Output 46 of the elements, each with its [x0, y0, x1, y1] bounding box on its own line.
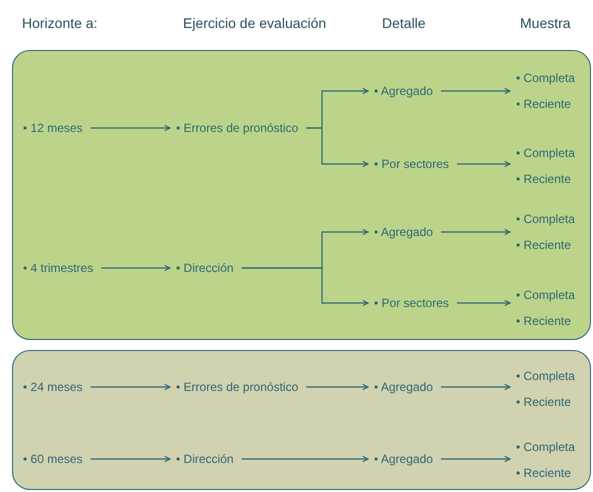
item-label: • Dirección: [176, 260, 234, 277]
item-label: • Por sectores: [374, 156, 449, 173]
item-label: • Agregado: [374, 83, 433, 100]
column-header: Muestra: [520, 15, 571, 31]
item-label: • Agregado: [374, 379, 433, 396]
group-panel: [12, 350, 591, 490]
list-item: • Completa: [516, 145, 575, 162]
arrow: [90, 124, 171, 132]
column-header: Detalle: [382, 15, 426, 31]
item-label: • Errores de pronóstico: [176, 379, 298, 396]
item-label: • Errores de pronóstico: [176, 120, 298, 137]
arrow: [440, 384, 511, 390]
list-item: • Reciente: [516, 171, 572, 188]
item-label: • Por sectores: [374, 295, 449, 312]
arrow: [440, 88, 511, 94]
arrow: [90, 456, 171, 462]
list-item: • Reciente: [516, 313, 572, 330]
item-label: • Dirección: [176, 451, 234, 468]
column-header: Horizonte a:: [22, 15, 98, 31]
item-label: • Agregado: [374, 224, 433, 241]
list-item: • Completa: [516, 439, 575, 456]
item-label: • Agregado: [374, 451, 433, 468]
item-label: • 24 meses: [23, 379, 83, 396]
list-item: • Completa: [516, 211, 575, 228]
arrow: [101, 264, 171, 272]
arrow: [456, 160, 511, 168]
list-item: • Reciente: [516, 96, 572, 113]
list-item: • Reciente: [516, 465, 572, 482]
list-item: • Completa: [516, 368, 575, 385]
arrow: [440, 228, 511, 236]
list-item: • Reciente: [516, 394, 572, 411]
arrow: [90, 384, 171, 390]
item-label: • 4 trimestres: [23, 260, 94, 277]
group-panel: [12, 50, 591, 340]
item-label: • 12 meses: [23, 120, 83, 137]
list-item: • Reciente: [516, 237, 572, 254]
arrow: [306, 384, 369, 390]
arrow: [306, 127, 369, 168]
column-header: Ejercicio de evaluación: [183, 15, 326, 31]
arrow: [440, 456, 511, 462]
item-label: • 60 meses: [23, 451, 83, 468]
arrow: [242, 267, 369, 306]
arrow: [456, 300, 511, 306]
arrow: [242, 456, 369, 462]
list-item: • Completa: [516, 287, 575, 304]
list-item: • Completa: [516, 70, 575, 87]
